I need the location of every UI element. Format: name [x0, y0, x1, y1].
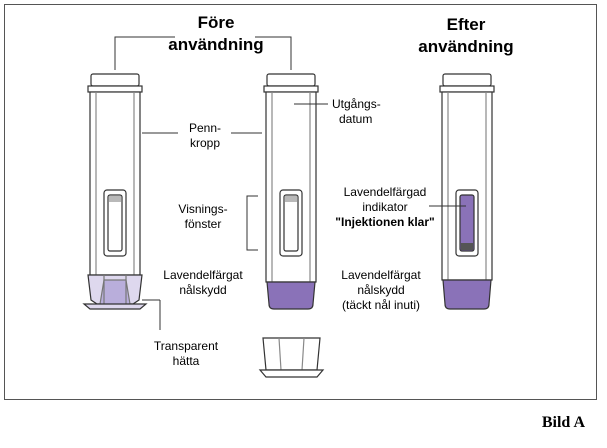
- transparent-cap: [258, 337, 325, 378]
- pen-cap-removed: [263, 73, 319, 310]
- before-bracket-right: [255, 36, 292, 70]
- pen1-cap-rim: [82, 303, 148, 310]
- pen-with-cap: [82, 73, 148, 310]
- window-bracket: [246, 195, 258, 251]
- before-bracket-left: [114, 36, 175, 70]
- figure-caption: Bild A: [541, 414, 585, 431]
- pen1-top-cap: [90, 73, 140, 87]
- pen1-top-ring: [87, 85, 143, 93]
- pen3-needle-guard: [442, 279, 492, 310]
- after-header-line2: användning: [418, 37, 514, 56]
- viewing-window-label: Visnings-fönster: [178, 202, 228, 231]
- before-header-line1: Före: [197, 13, 235, 32]
- pen2-window: [283, 194, 299, 252]
- pen1-window: [107, 194, 123, 252]
- expiry-date-label: Utgångs-datum: [332, 97, 381, 126]
- pen2-needle-guard: [266, 281, 316, 310]
- before-header-line2: användning: [168, 35, 264, 54]
- pen3-indicator: [459, 194, 475, 252]
- figure-frame: [4, 4, 597, 400]
- after-header-line1: Efter: [446, 15, 486, 34]
- pen-body-label: Penn-kropp: [188, 121, 222, 150]
- pen-after-use: [439, 73, 495, 310]
